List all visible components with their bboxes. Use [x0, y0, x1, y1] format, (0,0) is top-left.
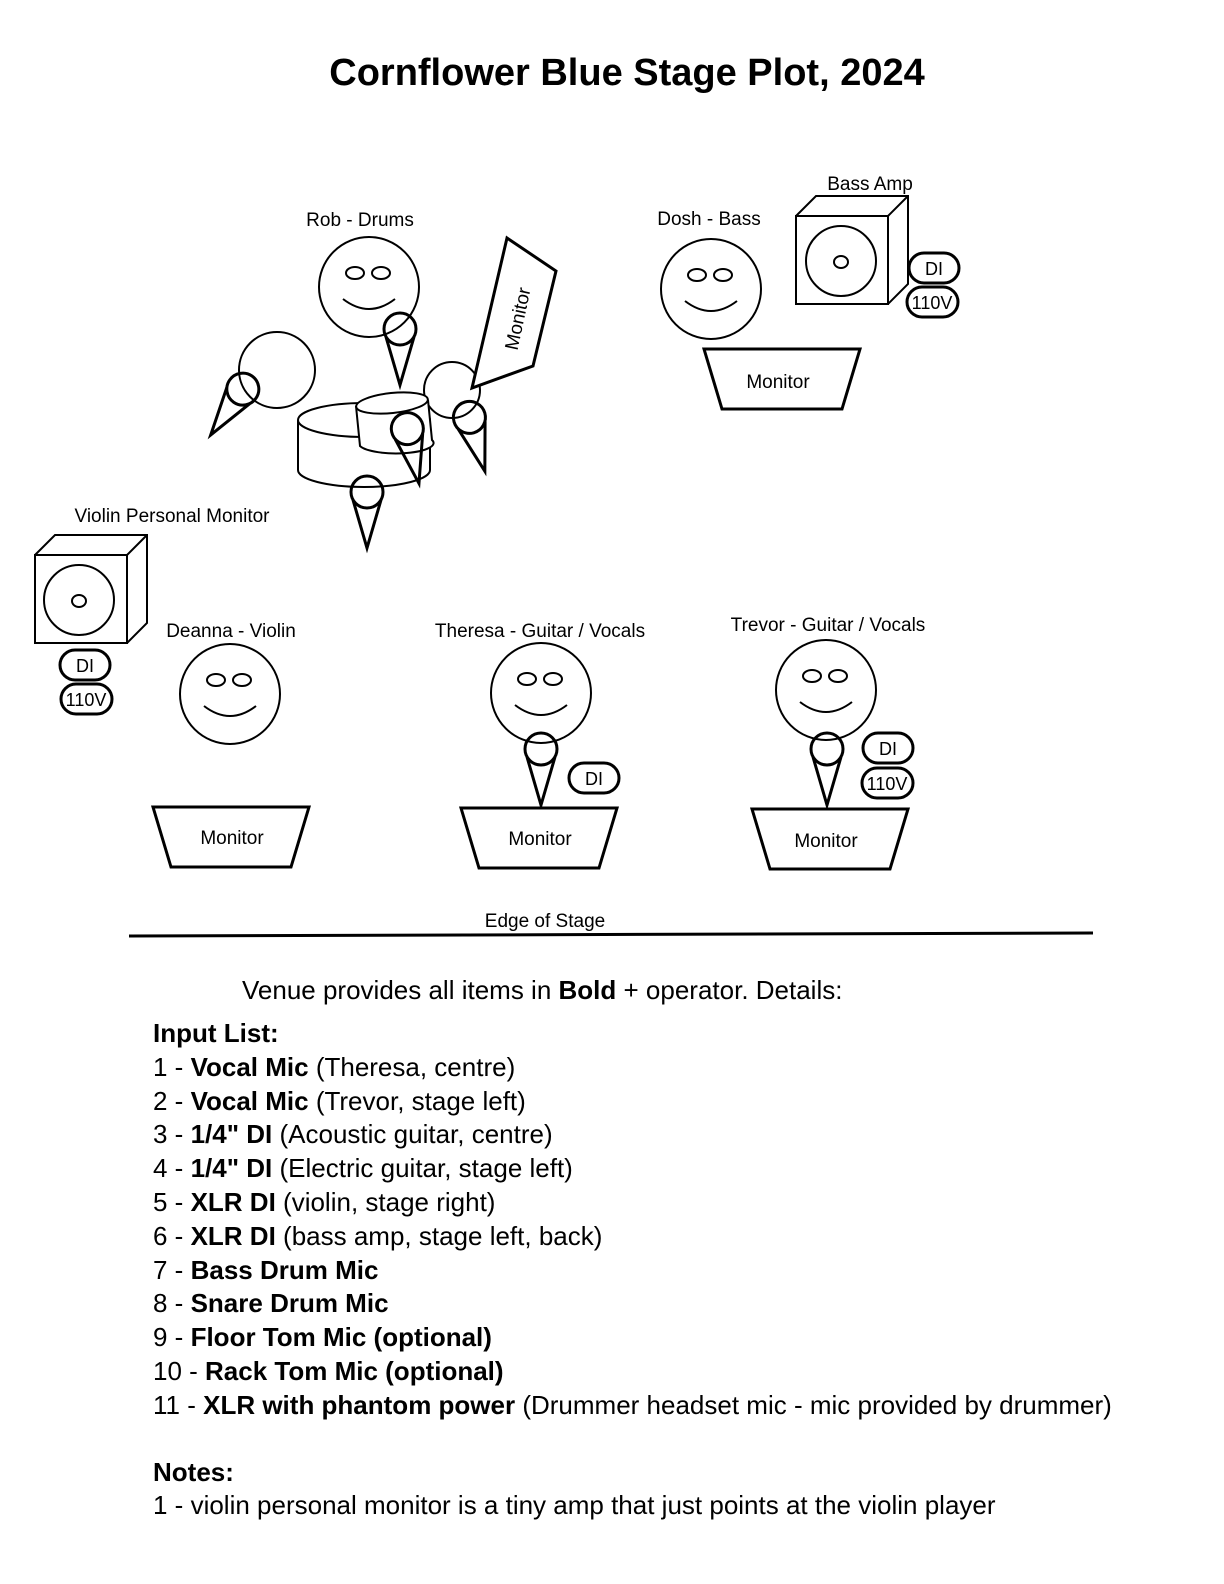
details-section: Input List: 1 - Vocal Mic (Theresa, cent… — [153, 1017, 1112, 1523]
page-title: Cornflower Blue Stage Plot, 2024 — [329, 52, 925, 94]
dosh-face-icon — [660, 238, 762, 340]
svg-text:110V: 110V — [66, 690, 107, 710]
input-list-item: 7 - Bass Drum Mic — [153, 1254, 379, 1285]
theresa-di-badge: DI — [567, 761, 621, 795]
dosh-monitor-wedge: Monitor — [702, 347, 862, 411]
input-list-item: 10 - Rack Tom Mic (optional) — [153, 1355, 504, 1386]
violin-di-badge: DI — [58, 648, 112, 682]
trevor-monitor-label: Monitor — [794, 831, 858, 852]
notes-heading: Notes: — [153, 1456, 234, 1487]
violin-monitor-amp-icon — [34, 534, 148, 644]
deanna-face-icon — [179, 643, 281, 745]
stage-diagram: Rob - Drums Monitor Dosh - Bass Monitor … — [34, 174, 1094, 938]
trevor-face-icon — [775, 639, 877, 741]
input-list-item: 8 - Snare Drum Mic — [153, 1288, 389, 1319]
trevor-power-badge: 110V — [860, 766, 915, 800]
bass-amp-label: Bass Amp — [827, 174, 913, 195]
rob-label: Rob - Drums — [306, 210, 414, 231]
input-list-item: 2 - Vocal Mic (Trevor, stage left) — [153, 1085, 526, 1116]
drum-monitor-wedge: Monitor — [469, 235, 558, 391]
theresa-monitor-wedge: Monitor — [459, 806, 619, 870]
trevor-di-badge: DI — [861, 731, 915, 765]
trevor-vocal-mic-icon — [809, 731, 845, 807]
input-list-item: 9 - Floor Tom Mic (optional) — [153, 1322, 492, 1353]
bass-di-badge: DI — [907, 251, 961, 285]
svg-text:DI: DI — [585, 769, 603, 789]
svg-text:DI: DI — [76, 656, 94, 676]
bass-power-badge: 110V — [905, 285, 960, 319]
input-list-item: 4 - 1/4" DI (Electric guitar, stage left… — [153, 1153, 573, 1184]
violin-monitor-label: Violin Personal Monitor — [74, 506, 270, 527]
svg-text:110V: 110V — [912, 293, 953, 313]
headset-mic-icon — [382, 311, 418, 387]
dosh-label: Dosh - Bass — [657, 209, 760, 230]
input-list-item: 6 - XLR DI (bass amp, stage left, back) — [153, 1220, 603, 1251]
theresa-face-icon — [490, 642, 592, 744]
dosh-monitor-label: Monitor — [746, 372, 810, 393]
bass-amp-icon — [795, 195, 909, 305]
input-list-heading: Input List: — [153, 1018, 279, 1048]
input-list-item: 1 - Vocal Mic (Theresa, centre) — [153, 1051, 516, 1082]
trevor-label: Trevor - Guitar / Vocals — [731, 615, 926, 636]
input-list: 1 - Vocal Mic (Theresa, centre) 2 - Voca… — [153, 1051, 1112, 1423]
edge-of-stage-label: Edge of Stage — [485, 911, 605, 932]
drum-kit-icon — [238, 331, 481, 488]
trevor-monitor-wedge: Monitor — [750, 807, 910, 871]
input-list-item: 5 - XLR DI (violin, stage right) — [153, 1186, 496, 1217]
theresa-label: Theresa - Guitar / Vocals — [435, 621, 645, 642]
input-list-item: 3 - 1/4" DI (Acoustic guitar, centre) — [153, 1119, 553, 1150]
theresa-monitor-label: Monitor — [508, 829, 572, 850]
svg-text:110V: 110V — [867, 774, 908, 794]
notes-item: 1 - violin personal monitor is a tiny am… — [153, 1490, 996, 1521]
deanna-label: Deanna - Violin — [166, 621, 296, 642]
svg-text:DI: DI — [925, 259, 943, 279]
rob-face-icon — [318, 236, 420, 338]
deanna-monitor-wedge: Monitor — [151, 805, 311, 869]
venue-note: Venue provides all items in Bold + opera… — [242, 975, 843, 1005]
floor-tom-mic-icon — [448, 396, 502, 478]
violin-power-badge: 110V — [59, 682, 114, 716]
deanna-monitor-label: Monitor — [200, 828, 264, 849]
input-list-item: 11 - XLR with phantom power (Drummer hea… — [153, 1389, 1112, 1420]
edge-of-stage-line — [128, 931, 1094, 938]
rack-tom-mic-icon — [196, 365, 267, 446]
svg-text:DI: DI — [879, 739, 897, 759]
